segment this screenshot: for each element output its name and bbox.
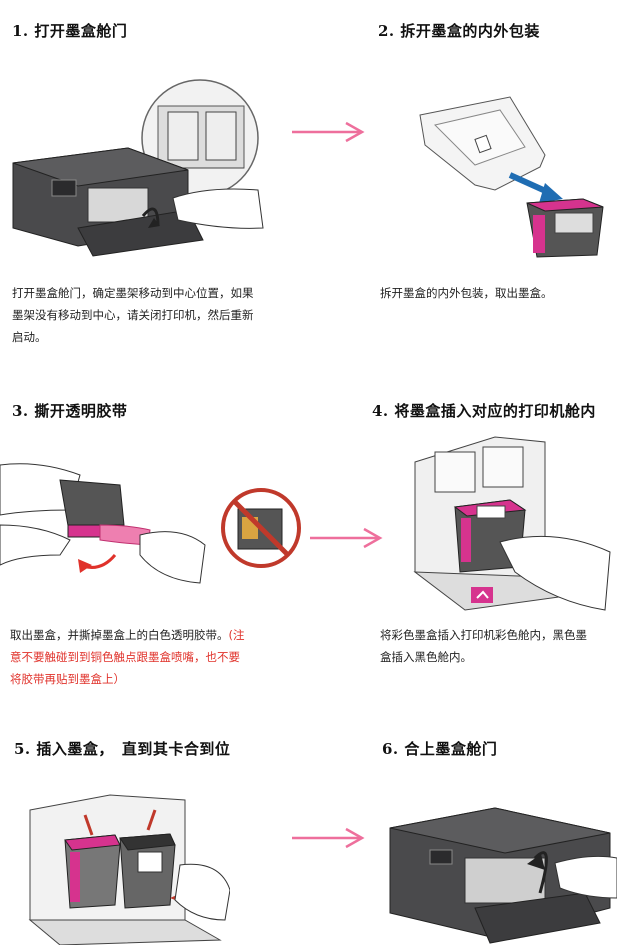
step-1-number: 1. bbox=[12, 22, 29, 40]
step-4-number: 4. bbox=[372, 402, 389, 420]
step-4-desc-line: 盒插入黑色舱内。 bbox=[380, 646, 620, 668]
step-1-desc-line: 墨架没有移动到中心，请关闭打印机，然后重新 bbox=[12, 304, 297, 326]
cartridge-package-illustration bbox=[415, 85, 610, 260]
step-4-desc-line: 将彩色墨盒插入打印机彩色舱内，黑色墨 bbox=[380, 624, 620, 646]
step-2-title: 2. 拆开墨盒的内外包装 bbox=[378, 20, 540, 41]
step-2-desc-line: 拆开墨盒的内外包装，取出墨盒。 bbox=[380, 282, 615, 304]
cartridge-insert-illustration bbox=[405, 432, 615, 612]
cartridge-snap-illustration bbox=[20, 790, 230, 945]
step-4-title: 4. 将墨盒插入对应的打印机舱内 bbox=[372, 400, 596, 421]
step-2-number: 2. bbox=[378, 22, 395, 40]
printer-open-door-illustration bbox=[8, 78, 273, 258]
tape-removal-illustration bbox=[0, 455, 210, 585]
pink-arrow-icon bbox=[290, 120, 365, 144]
step-5-title: 5. 插入墨盒， 直到其卡合到位 bbox=[14, 738, 230, 759]
step-1-title: 1. 打开墨盒舱门 bbox=[12, 20, 127, 41]
step-3-warning-start: (注 bbox=[229, 628, 245, 642]
step-2-description: 拆开墨盒的内外包装，取出墨盒。 bbox=[380, 282, 615, 304]
step-3-title-text: 撕开透明胶带 bbox=[34, 402, 127, 420]
pink-arrow-icon bbox=[308, 526, 383, 550]
step-1-description: 打开墨盒舱门，确定墨架移动到中心位置，如果 墨架没有移动到中心，请关闭打印机，然… bbox=[12, 282, 297, 348]
pink-arrow-icon bbox=[290, 826, 365, 850]
step-3-description: 取出墨盒，并撕掉墨盒上的白色透明胶带。(注 意不要触碰到到铜色触点跟墨盒喷嘴，也… bbox=[10, 624, 300, 690]
step-2-title-text: 拆开墨盒的内外包装 bbox=[400, 22, 540, 40]
step-3-desc-line: 取出墨盒，并撕掉墨盒上的白色透明胶带。(注 bbox=[10, 624, 300, 646]
no-touch-contacts-icon bbox=[220, 487, 302, 569]
step-6-title-text: 合上墨盒舱门 bbox=[404, 740, 497, 758]
step-3-number: 3. bbox=[12, 402, 29, 420]
step-6-title: 6. 合上墨盒舱门 bbox=[382, 738, 497, 759]
step-3-warning-line: 意不要触碰到到铜色触点跟墨盒喷嘴，也不要 bbox=[10, 646, 300, 668]
step-3-title: 3. 撕开透明胶带 bbox=[12, 400, 127, 421]
step-1-desc-line: 打开墨盒舱门，确定墨架移动到中心位置，如果 bbox=[12, 282, 297, 304]
step-3-desc-normal: 取出墨盒，并撕掉墨盒上的白色透明胶带。 bbox=[10, 628, 229, 642]
step-5-number: 5. bbox=[14, 740, 31, 758]
step-4-description: 将彩色墨盒插入打印机彩色舱内，黑色墨 盒插入黑色舱内。 bbox=[380, 624, 620, 668]
step-4-title-text: 将墨盒插入对应的打印机舱内 bbox=[394, 402, 596, 420]
step-1-title-text: 打开墨盒舱门 bbox=[34, 22, 127, 40]
step-6-number: 6. bbox=[382, 740, 399, 758]
printer-close-door-illustration bbox=[385, 798, 617, 948]
step-1-desc-line: 启动。 bbox=[12, 326, 297, 348]
step-5-title-text: 插入墨盒， 直到其卡合到位 bbox=[36, 740, 230, 758]
step-3-warning-line: 将胶带再贴到墨盒上） bbox=[10, 668, 300, 690]
